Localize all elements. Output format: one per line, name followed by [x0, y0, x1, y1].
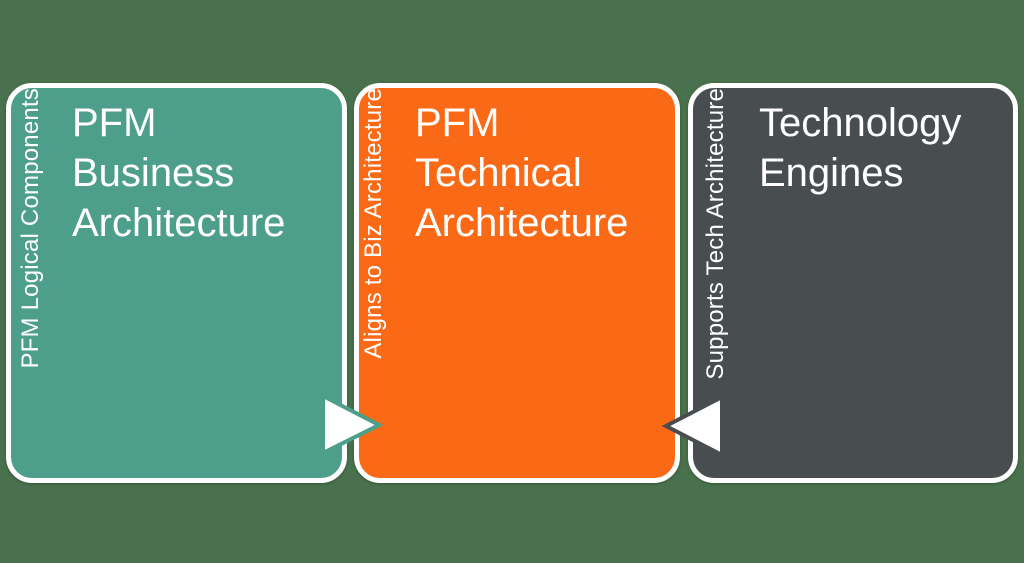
box-title: PFM Business Architecture	[72, 98, 285, 248]
box-title-line: Business	[72, 151, 235, 195]
box-side-label: Aligns to Biz Architecture	[360, 88, 387, 359]
box-title-line: Technical	[415, 151, 582, 195]
box-title-line: Technology	[759, 101, 962, 145]
arrow-right-triangle	[321, 392, 384, 457]
box-pfm-business-architecture: PFM Logical Components PFM Business Arch…	[6, 83, 347, 483]
box-side-label: Supports Tech Architecture	[702, 88, 729, 380]
box-title-line: Architecture	[72, 201, 286, 245]
box-title-line: PFM	[415, 101, 500, 145]
box-title: Technology Engines	[759, 98, 961, 198]
box-technology-engines: Supports Tech Architecture Technology En…	[688, 83, 1018, 483]
box-side-label: PFM Logical Components	[17, 88, 44, 369]
box-title-line: Architecture	[415, 201, 629, 245]
arrow-left-icon	[661, 393, 724, 459]
arrow-left-triangle	[661, 393, 724, 459]
arrow-right-icon	[321, 392, 384, 457]
box-title-line: Engines	[759, 151, 904, 195]
box-title: PFM Technical Architecture	[415, 98, 628, 248]
box-pfm-technical-architecture: Aligns to Biz Architecture PFM Technical…	[354, 83, 680, 483]
box-title-line: PFM	[72, 101, 157, 145]
